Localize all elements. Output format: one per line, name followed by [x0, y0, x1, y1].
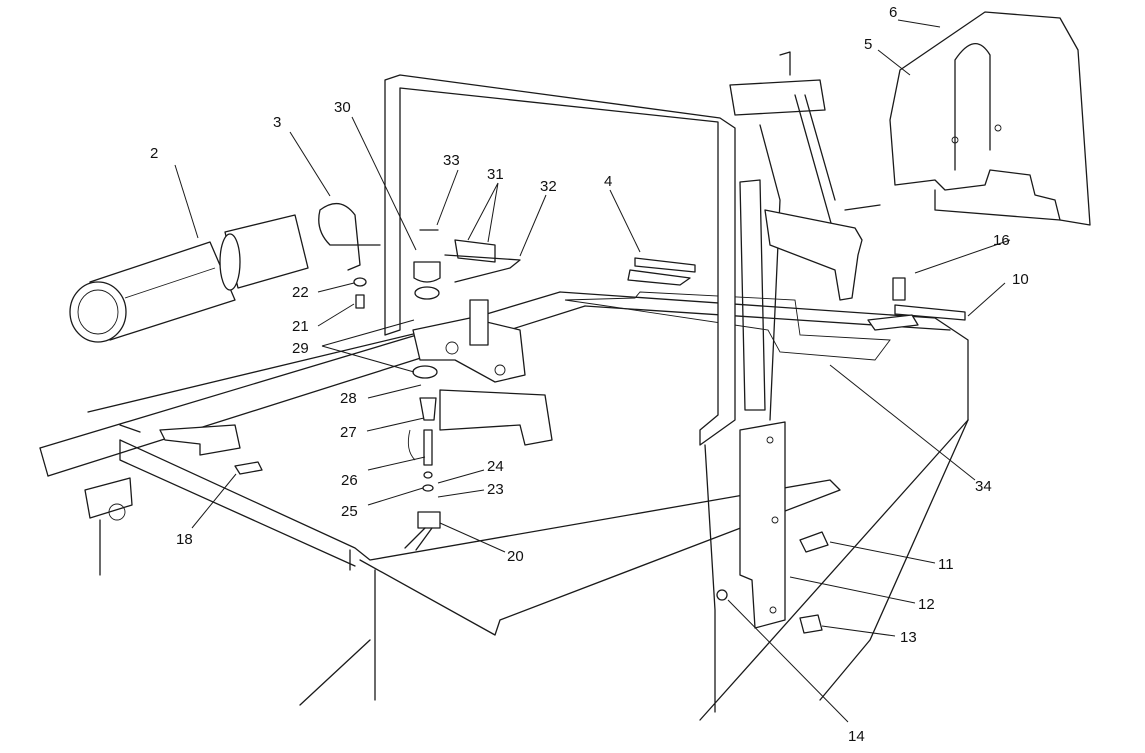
callout-6: 6: [889, 4, 897, 21]
callout-5: 5: [864, 36, 872, 53]
callout-21: 21: [292, 318, 309, 335]
muffler-part-2: [69, 214, 309, 343]
callout-27: 27: [340, 424, 357, 441]
upright-panel: [384, 74, 766, 446]
callout-25: 25: [341, 503, 358, 520]
callout-20: 20: [507, 548, 524, 565]
callout-22: 22: [292, 284, 309, 301]
callout-31: 31: [487, 166, 504, 183]
chassis-frame: [39, 291, 969, 721]
callout-14: 14: [848, 728, 865, 745]
mount-assembly: [353, 261, 526, 383]
callout-34: 34: [975, 478, 992, 495]
callout-labels: 2 3 30 33 31 32 4 6 5 16 10 22 21 29 28 …: [150, 4, 1029, 745]
callout-24: 24: [487, 458, 504, 475]
shafts-and-bolts: [627, 257, 966, 331]
callout-18: 18: [176, 531, 193, 548]
callout-29: 29: [292, 340, 309, 357]
callout-12: 12: [918, 596, 935, 613]
cover-part-5: [889, 11, 1091, 226]
callout-26: 26: [341, 472, 358, 489]
right-bracket-assembly: [716, 421, 829, 634]
callout-2: 2: [150, 145, 158, 162]
clamp-part-3: [318, 203, 381, 271]
bracket-rod-assembly: [419, 229, 553, 446]
callout-4: 4: [604, 173, 612, 190]
callout-23: 23: [487, 481, 504, 498]
callout-33: 33: [443, 152, 460, 169]
callout-10: 10: [1012, 271, 1029, 288]
callout-11: 11: [938, 556, 954, 573]
callout-32: 32: [540, 178, 557, 195]
switch-stack: [404, 397, 441, 551]
callout-13: 13: [900, 629, 917, 646]
callout-16: 16: [993, 232, 1010, 249]
callout-3: 3: [273, 114, 281, 131]
leader-lines: [174, 19, 1011, 723]
callout-28: 28: [340, 390, 357, 407]
callout-30: 30: [334, 99, 351, 116]
rear-hitch-frame: [729, 51, 881, 421]
